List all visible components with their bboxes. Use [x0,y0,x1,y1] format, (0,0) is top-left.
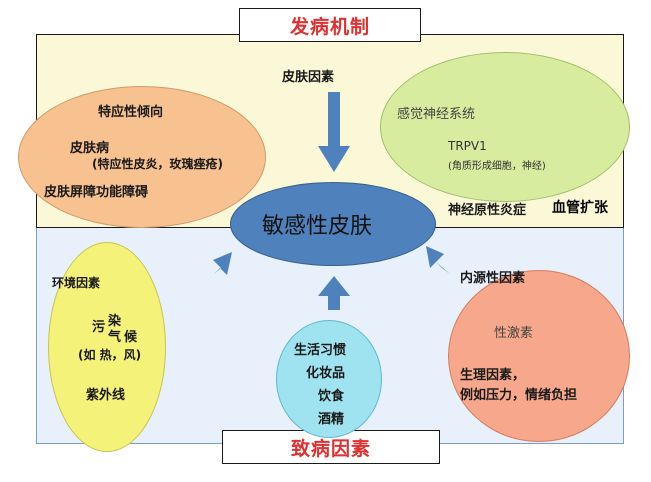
lifestyle-line1: 生活习惯 [294,343,347,358]
lifestyle-line2: 化妆品 [306,366,346,381]
endogenous-ellipse [448,270,630,442]
env-heading: 环境因素 [52,276,101,290]
sensory-line1: TRPV1 [448,139,487,153]
arrow-left [206,252,232,282]
arrow-top [318,92,350,172]
atopic-heading: 特应性倾向 [98,105,164,120]
center-ellipse [230,182,436,266]
env-line2: (如 热，风) [78,348,142,362]
endo-line1: 性激素 [494,326,534,341]
env-line3: 紫外线 [86,388,126,403]
lifestyle-line3: 饮食 [318,389,345,404]
lifestyle-ellipse [276,320,382,438]
atopic-ellipse [18,86,266,228]
vasodilation-label: 血管扩张 [552,200,608,216]
endo-line2: 生理因素， [460,368,526,383]
atopic-line1: 皮肤病 [70,141,110,156]
endo-heading: 内源性因素 [460,271,526,286]
env-word-2: 染 [108,314,122,329]
title-mechanism: 发病机制 [239,8,421,42]
endo-line3: 例如压力，情绪负担 [460,388,578,403]
env-word-3: 气 [108,330,122,345]
env-word-1: 污 [92,320,106,335]
env-word-4: 候 [124,330,138,345]
arrow-right [426,246,450,274]
arrow-bottom [318,276,350,310]
sensory-line2: (角质形成细胞，神经) [448,161,546,172]
sensory-heading: 感觉神经系统 [397,107,476,122]
environment-ellipse [48,242,166,452]
neurogenic-inflammation-label: 神经原性炎症 [448,203,527,218]
atopic-line2: (特应性皮炎，玫瑰痤疮) [92,157,223,171]
lifestyle-line4: 酒精 [318,412,345,427]
center-label: 敏感性皮肤 [262,214,373,239]
sensory-ellipse [380,52,630,202]
skin-factor-label: 皮肤因素 [282,70,335,85]
atopic-line3: 皮肤屏障功能障碍 [44,185,149,200]
